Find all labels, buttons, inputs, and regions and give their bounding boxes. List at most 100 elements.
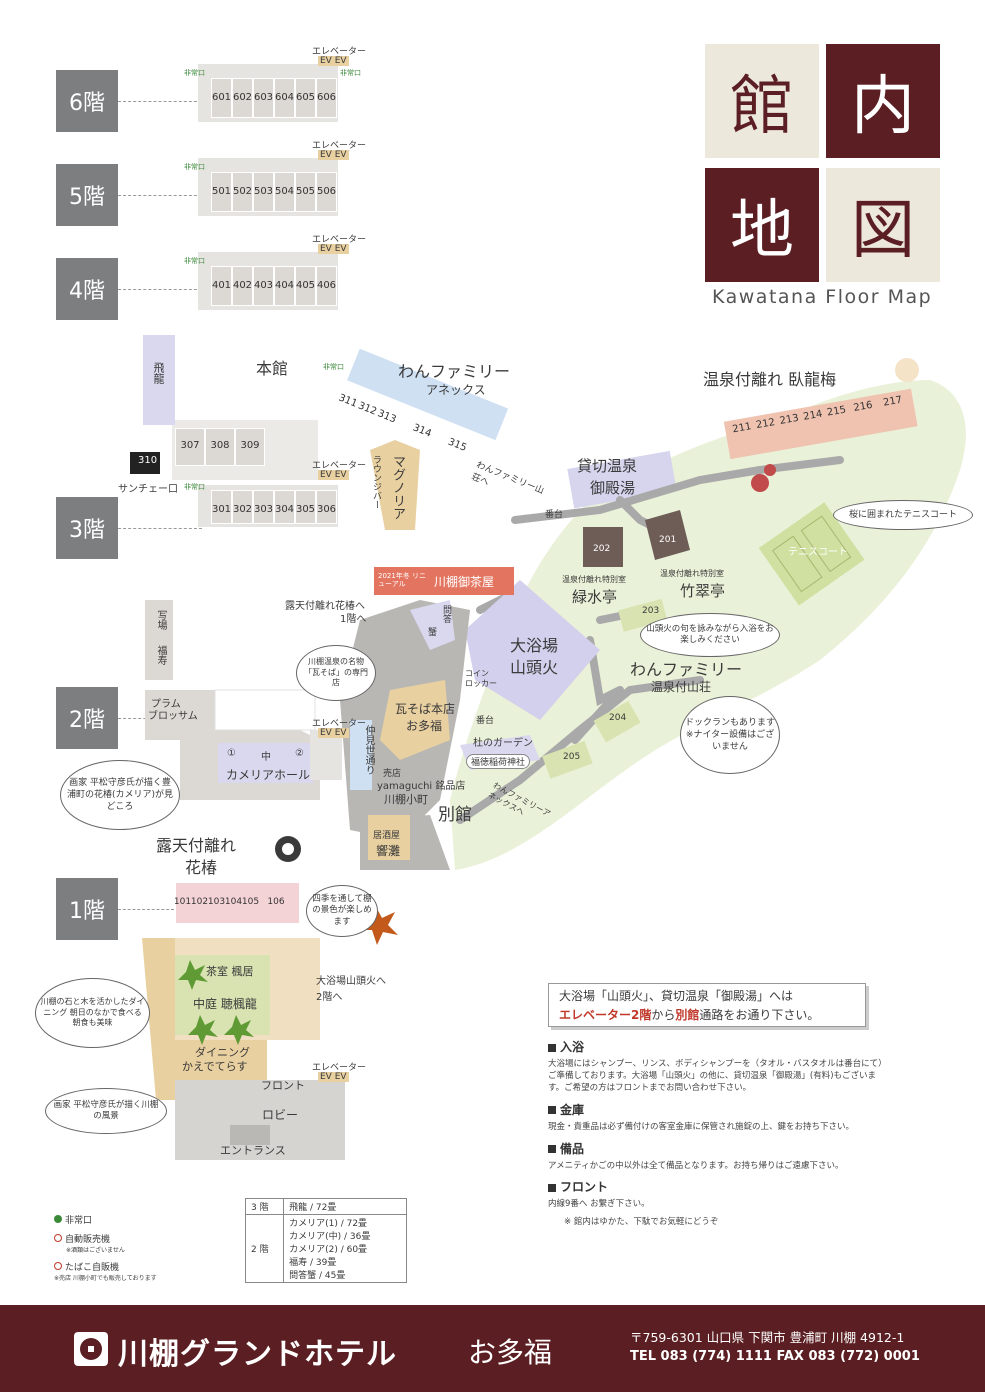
room-310: 310 bbox=[138, 455, 158, 466]
dogrun-bubble: ドックランもあります ※ナイター設備はございません bbox=[680, 696, 780, 774]
room-405: 405 bbox=[295, 266, 316, 306]
shiki-bubble: 四季を通して棚の景色が楽しめます bbox=[306, 885, 378, 937]
elevator-label-5: エレベーター bbox=[312, 141, 367, 151]
kashikiri-label: 貸切温泉 bbox=[577, 457, 638, 475]
room-606: 606 bbox=[316, 78, 337, 118]
dining-bubble: 川棚の石と木を活かしたダイニング 朝日のなかで食べる朝食も美味 bbox=[35, 978, 150, 1048]
room-301: 301 bbox=[211, 490, 232, 524]
emergency-exit-annex: 非常口 bbox=[323, 363, 344, 371]
kani-label: 蟹 bbox=[428, 628, 438, 638]
daiyokujo-block bbox=[465, 580, 600, 720]
floor-tab-2[interactable]: 2階 bbox=[56, 687, 118, 749]
room-306: 306 bbox=[316, 490, 337, 524]
room-503: 503 bbox=[253, 172, 274, 212]
wanfamily2-sub: 温泉付山荘 bbox=[651, 680, 712, 694]
coin-label: コイン bbox=[465, 669, 489, 678]
room-303: 303 bbox=[253, 490, 274, 524]
room-502: 502 bbox=[232, 172, 253, 212]
capacity-table: 3 階 飛龍 / 72畳 2 階 カメリア(1) / 72畳 カメリア(中) /… bbox=[244, 1198, 407, 1283]
floor1-rooms: 101 102 103 104 105 106 bbox=[174, 885, 293, 921]
room-602: 602 bbox=[232, 78, 253, 118]
camellia-1: ① bbox=[227, 748, 236, 759]
camellia-hall-block bbox=[218, 743, 313, 783]
locker-label: ロッカー bbox=[465, 679, 497, 688]
info-head-equipment: 備品 bbox=[548, 1140, 883, 1157]
elevator-label-2: エレベーター bbox=[312, 719, 367, 729]
cap-f3-rows: 飛龍 / 72畳 bbox=[283, 1198, 407, 1215]
title-char-zu: 図 bbox=[826, 168, 940, 282]
emergency-exit-6b: 非常口 bbox=[340, 69, 361, 77]
r205-label: 205 bbox=[563, 752, 581, 762]
otafuku-label: お多福 bbox=[406, 719, 443, 733]
notice-kara: から bbox=[651, 1008, 676, 1023]
chashitsu-label: 茶室 楓居 bbox=[206, 965, 254, 978]
izakaya-label: 居酒屋 bbox=[373, 831, 401, 841]
info-text-equipment: アメニティかごの中以外は全て備品となります。お持ち帰りはご遠慮下さい。 bbox=[548, 1160, 844, 1171]
hiryu-label: 飛龍 bbox=[152, 362, 165, 384]
room-402: 402 bbox=[232, 266, 253, 306]
room-105: 105 bbox=[241, 897, 260, 907]
chikusui-sub: 温泉付離れ特別室 bbox=[660, 569, 724, 578]
ryokusui-sub: 温泉付離れ特別室 bbox=[562, 575, 626, 584]
room-106: 106 bbox=[267, 897, 285, 907]
room-104: 104 bbox=[224, 897, 243, 907]
chaya-label: 川棚御茶屋 bbox=[434, 574, 495, 589]
floor-tab-3[interactable]: 3階 bbox=[56, 497, 118, 559]
wanfamily-annex-label: わんファミリー bbox=[398, 362, 511, 381]
inari-label: 福徳稲荷神社 bbox=[466, 754, 531, 769]
room-603: 603 bbox=[253, 78, 274, 118]
info-head-safe: 金庫 bbox=[548, 1101, 883, 1118]
roten-label: 露天付離れ bbox=[156, 836, 237, 855]
lounge-bar-label: ラウンジバー bbox=[371, 455, 381, 509]
yamaguchi-label: yamaguchi 銘品店 bbox=[377, 781, 466, 792]
room-404: 404 bbox=[274, 266, 295, 306]
dining-label: ダイニング bbox=[195, 1046, 250, 1059]
room-102: 102 bbox=[190, 897, 209, 907]
ev-5: EV EV bbox=[318, 150, 349, 160]
mondo-label: 問答 bbox=[441, 605, 451, 623]
floor-tab-4[interactable]: 4階 bbox=[56, 258, 118, 320]
elevator-label-3: エレベーター bbox=[312, 461, 367, 471]
emergency-exit-6: 非常口 bbox=[184, 69, 205, 77]
elevator-label-1: エレベーター bbox=[312, 1063, 367, 1073]
cap-f3: 3 階 bbox=[244, 1198, 285, 1215]
title-char-kan: 館 bbox=[705, 44, 819, 158]
block-201 bbox=[645, 510, 690, 560]
goden-label: 御殿湯 bbox=[590, 479, 636, 497]
blossom-label: ブロッサム bbox=[148, 711, 198, 722]
route-notice: 大浴場「山頭火」、貸切温泉「御殿湯」へは エレベーター2階から別館通路をお通り下… bbox=[548, 983, 866, 1027]
legend-emergency: 非常口 bbox=[54, 1213, 224, 1226]
hotel-tel: TEL 083 (774) 1111 FAX 083 (772) 0001 bbox=[630, 1349, 920, 1364]
camellia-center: 中 bbox=[261, 752, 271, 763]
info-text-front: 内線9番へ お繋ぎ下さい。 bbox=[548, 1199, 650, 1210]
room-406: 406 bbox=[316, 266, 337, 306]
kawarasoba-bubble: 川棚温泉の名物「瓦そば」の専門店 bbox=[296, 645, 376, 701]
ev-2: EV EV bbox=[318, 728, 349, 738]
ev-4: EV EV bbox=[318, 244, 349, 254]
floor-tab-1[interactable]: 1階 bbox=[56, 878, 118, 940]
notice-bekkan: 別館 bbox=[675, 1008, 700, 1023]
camellia-bubble: 画家 平松守彦氏が描く豊浦町の花椿(カメリア)が見どころ bbox=[60, 760, 180, 830]
room-504: 504 bbox=[274, 172, 295, 212]
room-217: 217 bbox=[882, 394, 904, 409]
legend-tobacco: たばこ自販機 bbox=[54, 1260, 224, 1273]
floor-tab-6[interactable]: 6階 bbox=[56, 70, 118, 132]
garyubai-title: 温泉付離れ 臥龍梅 bbox=[703, 370, 837, 389]
daiyoku-to-label: 大浴場山頭火へ bbox=[316, 976, 386, 987]
room-308: 308 bbox=[205, 428, 235, 466]
legend-vending: 自動販売機 bbox=[54, 1232, 224, 1245]
floor-tab-5[interactable]: 5階 bbox=[56, 164, 118, 226]
legend-vending-note: ※酒類はございません bbox=[66, 1247, 125, 1254]
renewal-label: 2021年冬 リニューアル bbox=[378, 572, 427, 588]
sunchae-label: サンチェー口 bbox=[118, 484, 178, 495]
hotel-address: 〒759-6301 山口県 下関市 豊浦町 川棚 4912-1 bbox=[630, 1330, 905, 1345]
room-403: 403 bbox=[253, 266, 274, 306]
ryokusui-label: 緑水亭 bbox=[572, 588, 618, 606]
info-note: ※ 館内はゆかた、下駄でお気軽にどうぞ bbox=[564, 1217, 719, 1228]
elevator-label-6: エレベーター bbox=[312, 47, 367, 57]
room-505: 505 bbox=[295, 172, 316, 212]
shajo-label: 写場 bbox=[155, 610, 166, 630]
room-305: 305 bbox=[295, 490, 316, 524]
honkan-label: 本館 bbox=[256, 359, 289, 378]
lobby-block bbox=[175, 1080, 345, 1160]
